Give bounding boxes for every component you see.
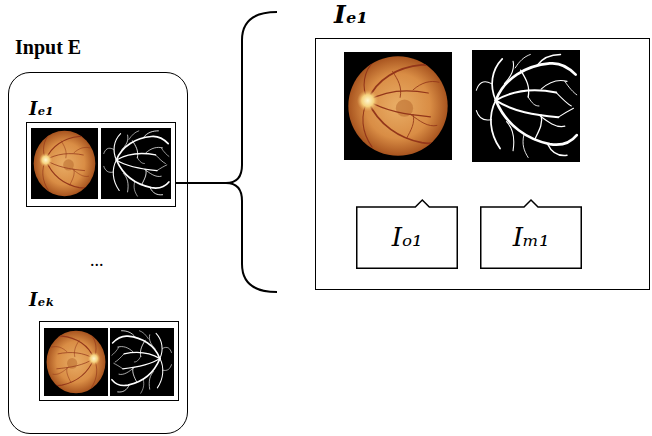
ellipsis-label: ...	[90, 250, 104, 271]
fundus-photo	[31, 128, 98, 199]
image-pair-box: Iₑ₁	[26, 122, 176, 207]
fundus-photo	[44, 328, 108, 396]
vessel-map	[101, 128, 171, 199]
callout-label: Iₘ₁	[513, 222, 550, 253]
heading-label: Iₑₖ	[29, 289, 55, 311]
expanded-pair-box: Iₑ₁Iₒ₁Iₘ₁	[315, 38, 650, 290]
vessel-map	[472, 50, 580, 162]
callout-box: Iₒ₁	[356, 199, 458, 269]
callout-outline	[357, 200, 458, 268]
brace-connector	[176, 182, 226, 184]
callout-box: Iₘ₁	[480, 199, 582, 269]
image-pair-box: Iₑₖ	[39, 321, 179, 401]
heading-label: Iₑ₁	[334, 0, 368, 30]
callout-outline	[481, 200, 582, 268]
curly-brace	[226, 12, 277, 292]
heading-label: Iₑ₁	[29, 98, 53, 120]
vessel-map	[110, 328, 174, 396]
heading-label: Input E	[15, 35, 81, 59]
callout-label: Iₒ₁	[392, 222, 423, 253]
fundus-photo	[344, 52, 452, 160]
